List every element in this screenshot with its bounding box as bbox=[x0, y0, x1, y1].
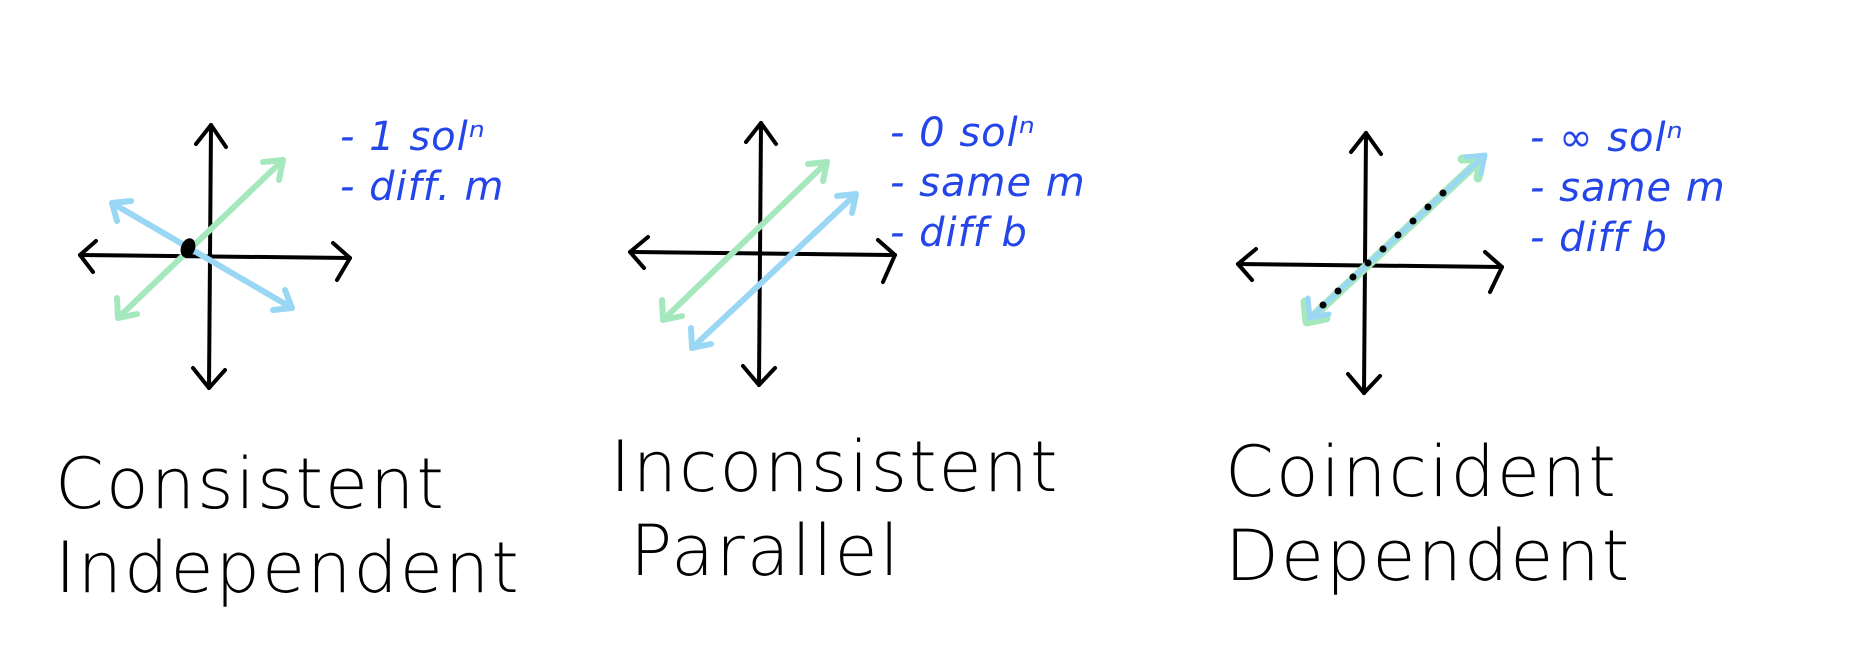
title-line-1: Consistent bbox=[55, 443, 446, 525]
axes bbox=[628, 121, 897, 387]
note-intercept: diff b bbox=[890, 208, 1086, 258]
graph-consistent-independent bbox=[78, 123, 352, 390]
y-axis-top-arrow bbox=[1349, 131, 1383, 156]
notes-list: 1 solⁿ diff. m bbox=[340, 112, 505, 212]
note-slope: diff. m bbox=[340, 162, 505, 212]
y-axis-bottom-arrow bbox=[1346, 372, 1382, 395]
x-axis-right-arrow bbox=[331, 241, 352, 282]
y-axis-top-arrow bbox=[194, 123, 228, 149]
x-axis-left-arrow bbox=[78, 239, 98, 274]
dotted-overlap bbox=[1319, 189, 1447, 309]
note-slope: same m bbox=[890, 158, 1086, 208]
y-axis-bottom-arrow bbox=[191, 366, 227, 390]
axes bbox=[78, 123, 352, 390]
line-blue bbox=[688, 191, 859, 351]
line-green bbox=[659, 159, 830, 323]
line-green bbox=[114, 157, 286, 321]
graph-coincident-dependent bbox=[1236, 131, 1504, 395]
title-line-2: Dependent bbox=[1225, 515, 1632, 597]
y-axis-bottom-arrow bbox=[741, 364, 777, 387]
y-axis bbox=[207, 123, 213, 390]
note-intercept: diff b bbox=[1530, 213, 1726, 263]
x-axis bbox=[78, 253, 352, 260]
panel-consistent-independent: 1 solⁿ diff. m Consistent Independent bbox=[0, 0, 600, 661]
line-blue bbox=[109, 198, 295, 313]
notes-list: ∞ solⁿ same m diff b bbox=[1530, 113, 1726, 263]
note-solutions: 0 solⁿ bbox=[890, 108, 1086, 158]
x-axis-left-arrow bbox=[1236, 247, 1258, 282]
y-axis bbox=[757, 121, 763, 387]
panel-title: Consistent Independent bbox=[55, 442, 521, 610]
x-axis-right-arrow bbox=[1483, 250, 1504, 294]
panel-coincident-dependent: ∞ solⁿ same m diff b Coincident Dependen… bbox=[1170, 0, 1770, 661]
panel-inconsistent-parallel: 0 solⁿ same m diff b Inconsistent Parall… bbox=[560, 0, 1160, 661]
x-axis-left-arrow bbox=[628, 235, 650, 270]
note-slope: same m bbox=[1530, 163, 1726, 213]
title-line-1: Inconsistent bbox=[610, 426, 1060, 508]
title-line-2: Parallel bbox=[630, 510, 902, 592]
panel-title: Coincident Dependent bbox=[1225, 430, 1631, 598]
title-line-2: Independent bbox=[55, 527, 521, 609]
title-line-1: Coincident bbox=[1225, 431, 1618, 513]
intersection-point bbox=[180, 238, 196, 258]
note-solutions: 1 solⁿ bbox=[340, 112, 505, 162]
note-solutions: ∞ solⁿ bbox=[1530, 113, 1726, 163]
notes-list: 0 solⁿ same m diff b bbox=[890, 108, 1086, 258]
graph-inconsistent-parallel bbox=[628, 121, 897, 387]
panel-title: Inconsistent Parallel bbox=[610, 425, 1059, 593]
x-axis bbox=[628, 250, 897, 257]
y-axis-top-arrow bbox=[744, 121, 778, 146]
